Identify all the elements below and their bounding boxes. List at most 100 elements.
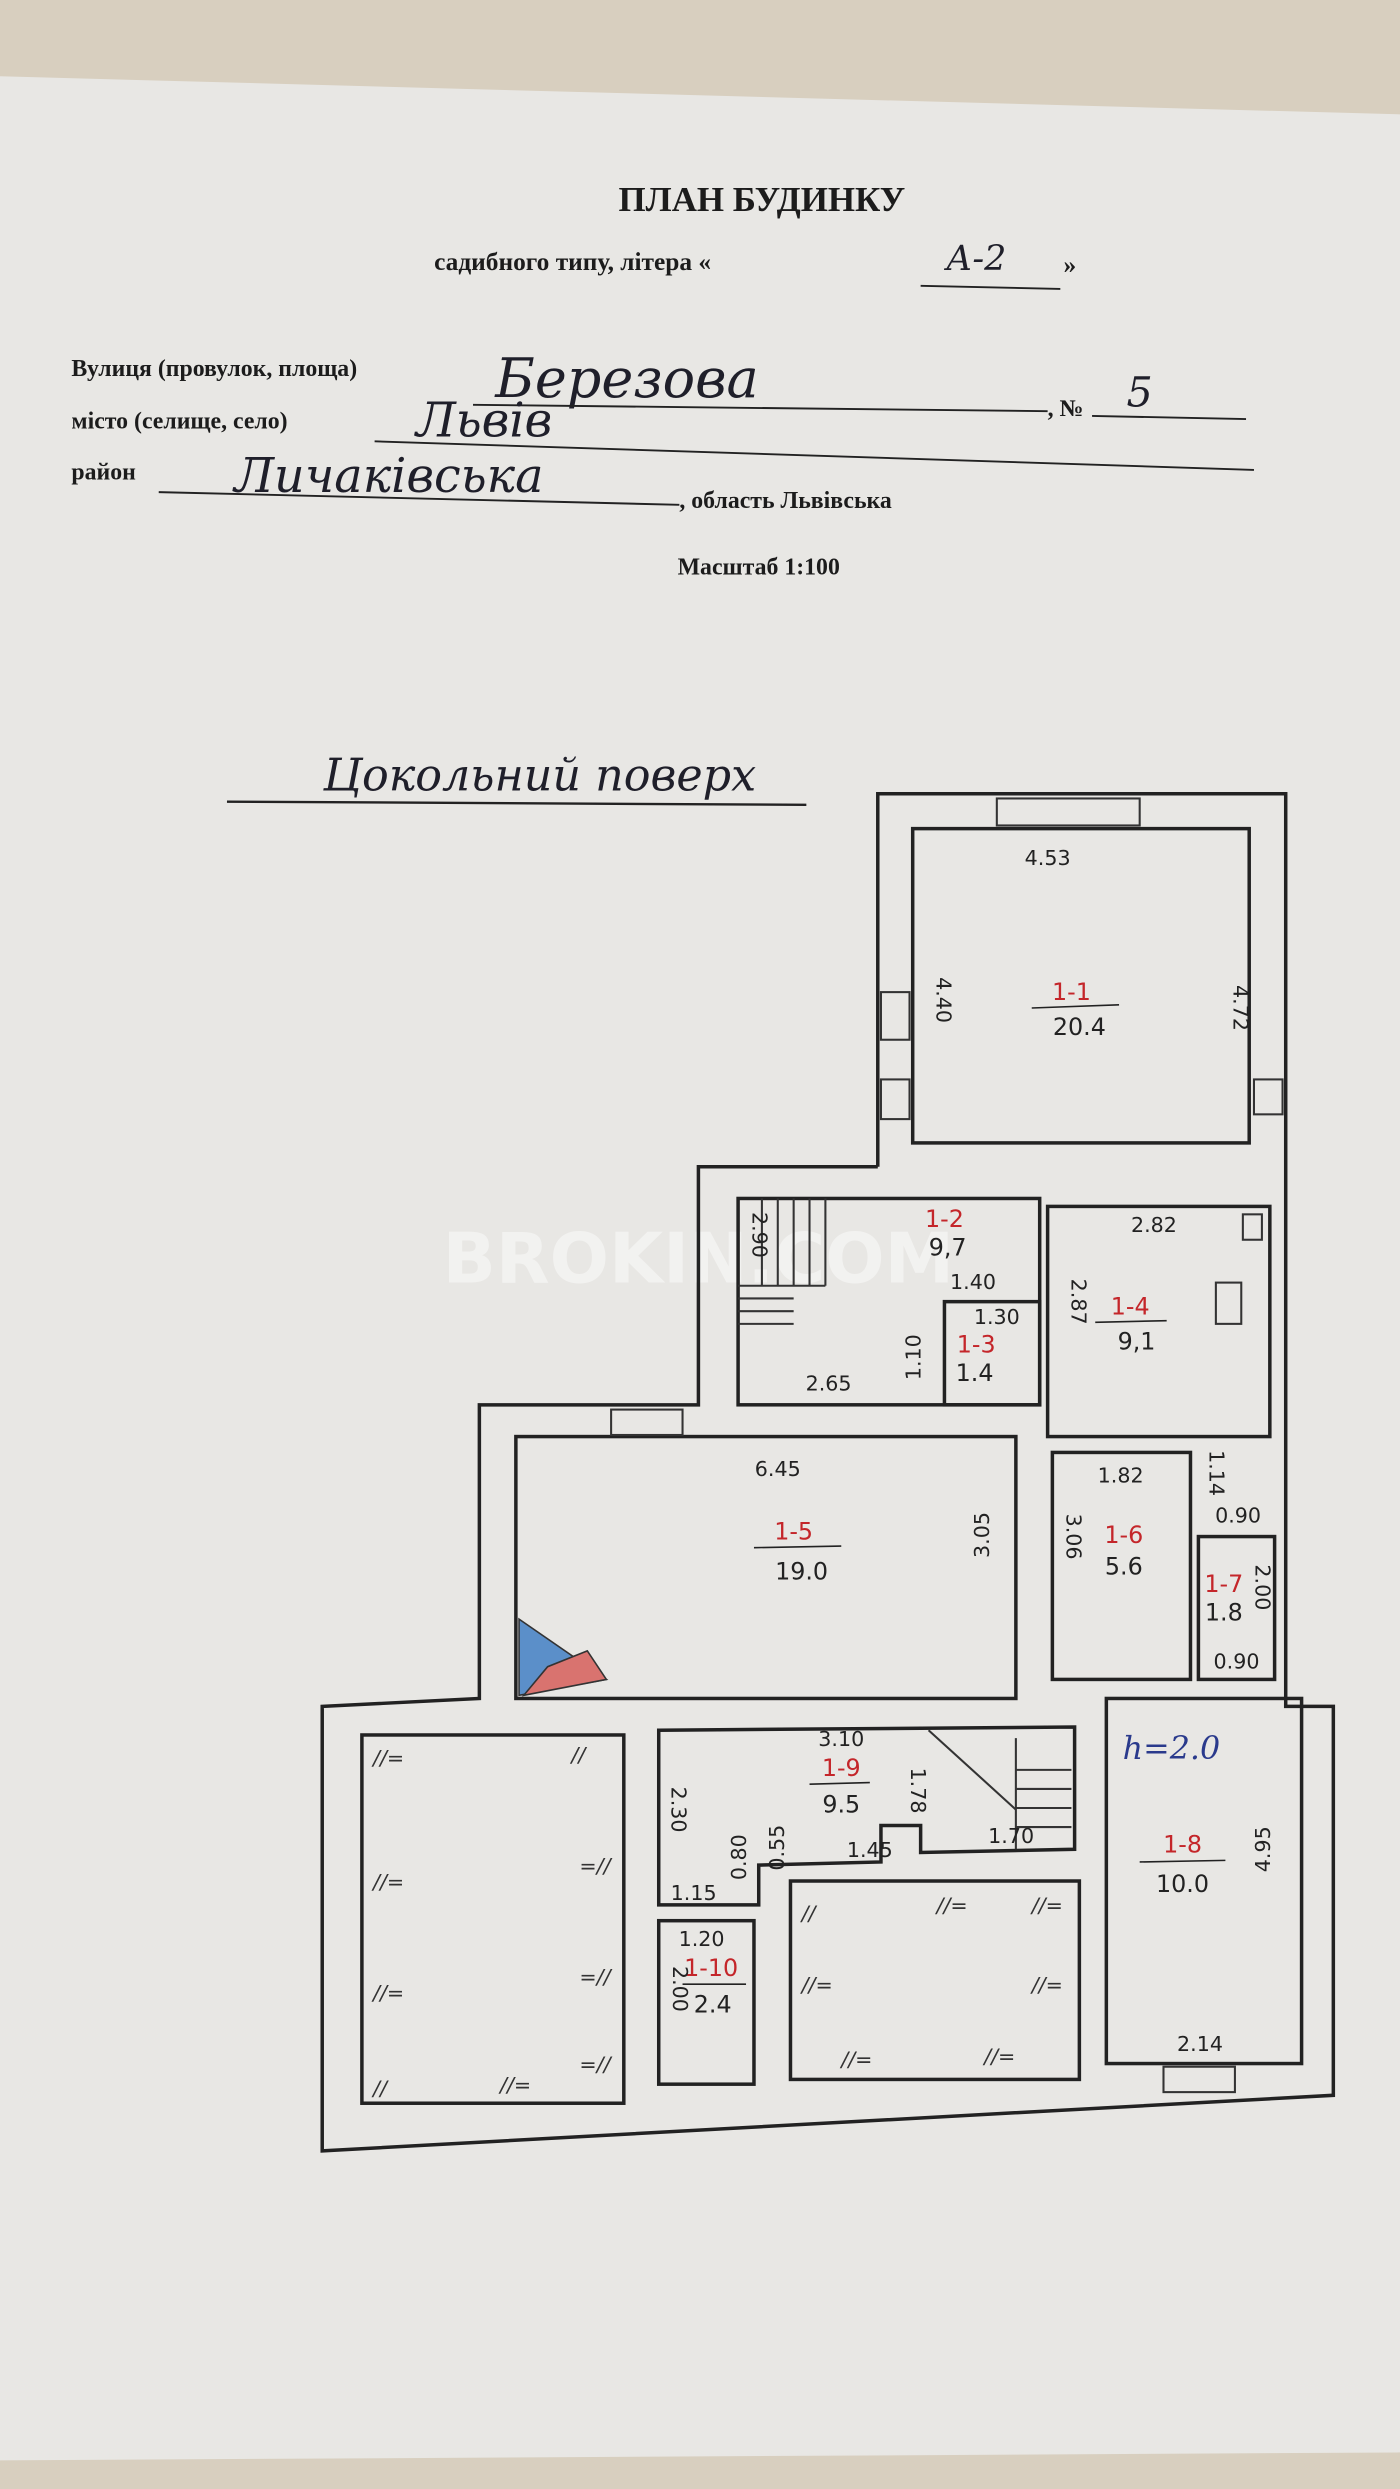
svg-text:0.55: 0.55 [765, 1825, 789, 1871]
window [995, 797, 1141, 827]
svg-text:4.72: 4.72 [1228, 985, 1252, 1031]
svg-text:1.20: 1.20 [679, 1927, 725, 1951]
svg-text:2.87: 2.87 [1066, 1279, 1090, 1325]
svg-text://=: //= [839, 2048, 872, 2072]
svg-text://=: //= [371, 1981, 404, 2005]
svg-text:1-6: 1-6 [1104, 1521, 1143, 1549]
letter-underline [920, 284, 1061, 290]
stove-corner-red [521, 1649, 608, 1697]
plan-title: ПЛАН БУДИНКУ [619, 180, 906, 219]
svg-text:2.4: 2.4 [694, 1991, 732, 2019]
storage-room-middle [788, 1879, 1082, 2082]
svg-text://=: //= [982, 2045, 1015, 2069]
svg-text:=//: =// [579, 1854, 612, 1878]
svg-text:1.4: 1.4 [956, 1359, 994, 1387]
subtitle-prefix: садибного типу, літера « [434, 248, 711, 276]
svg-text:2.00: 2.00 [668, 1966, 692, 2012]
svg-text:1.14: 1.14 [1205, 1450, 1229, 1496]
svg-text:5.6: 5.6 [1105, 1553, 1143, 1581]
street-value: Березова [494, 347, 759, 410]
district-underline [158, 491, 680, 506]
svg-text:2.82: 2.82 [1131, 1213, 1177, 1237]
letter-value: А-2 [943, 239, 1006, 279]
room-1-10-walls [656, 1918, 756, 2086]
room-1-7: 1-71.8 [1204, 1570, 1243, 1627]
svg-text://=: //= [800, 1973, 833, 1997]
floor-title: Цокольний поверх [322, 751, 756, 802]
room-1-8-walls [1104, 1696, 1304, 2066]
svg-text://=: //= [935, 1894, 968, 1918]
room-labels: 1-1 20.4 1-29,7 1-31.4 1-49,1 1-519.0 1-6… [682, 978, 1243, 2019]
svg-text:10.0: 10.0 [1156, 1870, 1209, 1898]
svg-text:1-9: 1-9 [822, 1754, 861, 1782]
storage-room-left [360, 1733, 626, 2105]
svg-text:0.80: 0.80 [727, 1834, 751, 1880]
svg-text:20.4: 20.4 [1053, 1013, 1106, 1041]
svg-text:2.90: 2.90 [747, 1212, 771, 1258]
room-1-4: 1-49,1 [1095, 1292, 1167, 1355]
svg-text:1.8: 1.8 [1205, 1599, 1243, 1627]
city-label: місто (селище, село) [71, 409, 287, 435]
svg-text://: // [569, 1743, 587, 1767]
svg-text:4.95: 4.95 [1251, 1826, 1275, 1872]
staircase-upper [738, 1198, 827, 1325]
unfinished-hatch-marks: //= // //= =// //= =// // //= =// // //= //= //= //=… [371, 1743, 1063, 2100]
ceiling-height-note: h=2.0 [1123, 1731, 1220, 1767]
number-value: 5 [1127, 368, 1153, 416]
city-value: Львів [414, 394, 552, 449]
svg-text:1.82: 1.82 [1098, 1464, 1144, 1488]
svg-text:1.45: 1.45 [847, 1838, 893, 1862]
number-underline [1092, 414, 1247, 421]
window [879, 991, 911, 1041]
svg-text:1.15: 1.15 [671, 1881, 717, 1905]
room-1-1-walls [910, 826, 1251, 1145]
svg-text:1-10: 1-10 [684, 1954, 738, 1982]
svg-text:3.10: 3.10 [818, 1727, 864, 1751]
svg-text:4.53: 4.53 [1025, 846, 1071, 870]
svg-text:1.40: 1.40 [950, 1270, 996, 1294]
floor-title-underline [226, 800, 807, 807]
svg-text:6.45: 6.45 [755, 1457, 801, 1481]
svg-text://: // [371, 2076, 389, 2100]
stove-icon [1241, 1213, 1263, 1241]
room-1-3: 1-31.4 [956, 1330, 996, 1387]
svg-text:1-5: 1-5 [774, 1518, 813, 1546]
svg-text:0.90: 0.90 [1215, 1503, 1261, 1527]
street-label: Вулиця (провулок, площа) [71, 356, 357, 382]
svg-text:9,7: 9,7 [929, 1234, 967, 1262]
svg-text:4.40: 4.40 [932, 977, 956, 1023]
svg-text:1-1: 1-1 [1052, 978, 1091, 1006]
district-label: район [71, 459, 136, 485]
svg-text:2.65: 2.65 [806, 1372, 852, 1396]
room-1-9-walls [656, 1725, 1077, 1907]
svg-text:1.78: 1.78 [906, 1768, 930, 1814]
room-1-9: 1-99.5 [809, 1754, 870, 1819]
street-underline [473, 403, 1048, 413]
svg-text:=//: =// [579, 1965, 612, 1989]
svg-text://=: //= [498, 2073, 531, 2097]
svg-text:9,1: 9,1 [1118, 1327, 1156, 1355]
svg-text://: // [800, 1902, 818, 1926]
svg-text:2.00: 2.00 [1251, 1564, 1275, 1610]
svg-text:1.10: 1.10 [902, 1334, 926, 1380]
number-label: , № [1048, 396, 1084, 422]
svg-text:3.05: 3.05 [970, 1512, 994, 1558]
room-1-7-walls [1196, 1534, 1277, 1682]
room-1-5-walls [514, 1434, 1018, 1701]
room-1-4-walls [1045, 1204, 1272, 1439]
svg-text:9.5: 9.5 [822, 1791, 860, 1819]
window [879, 1078, 911, 1121]
room-1-5: 1-519.0 [753, 1518, 842, 1585]
svg-text:=//: =// [579, 2052, 612, 2076]
outer-wall [320, 791, 1336, 2153]
room-1-6-walls [1050, 1450, 1193, 1682]
svg-text://=: //= [371, 1746, 404, 1770]
sink-icon [1214, 1281, 1243, 1325]
svg-text://=: //= [1030, 1894, 1063, 1918]
svg-text:2.14: 2.14 [1177, 2032, 1223, 2056]
region-text: , область Львівська [679, 488, 892, 514]
svg-text:2.30: 2.30 [666, 1787, 690, 1833]
room-1-10: 1-10 2.4 [682, 1954, 747, 2019]
svg-text:1-2: 1-2 [925, 1205, 964, 1233]
